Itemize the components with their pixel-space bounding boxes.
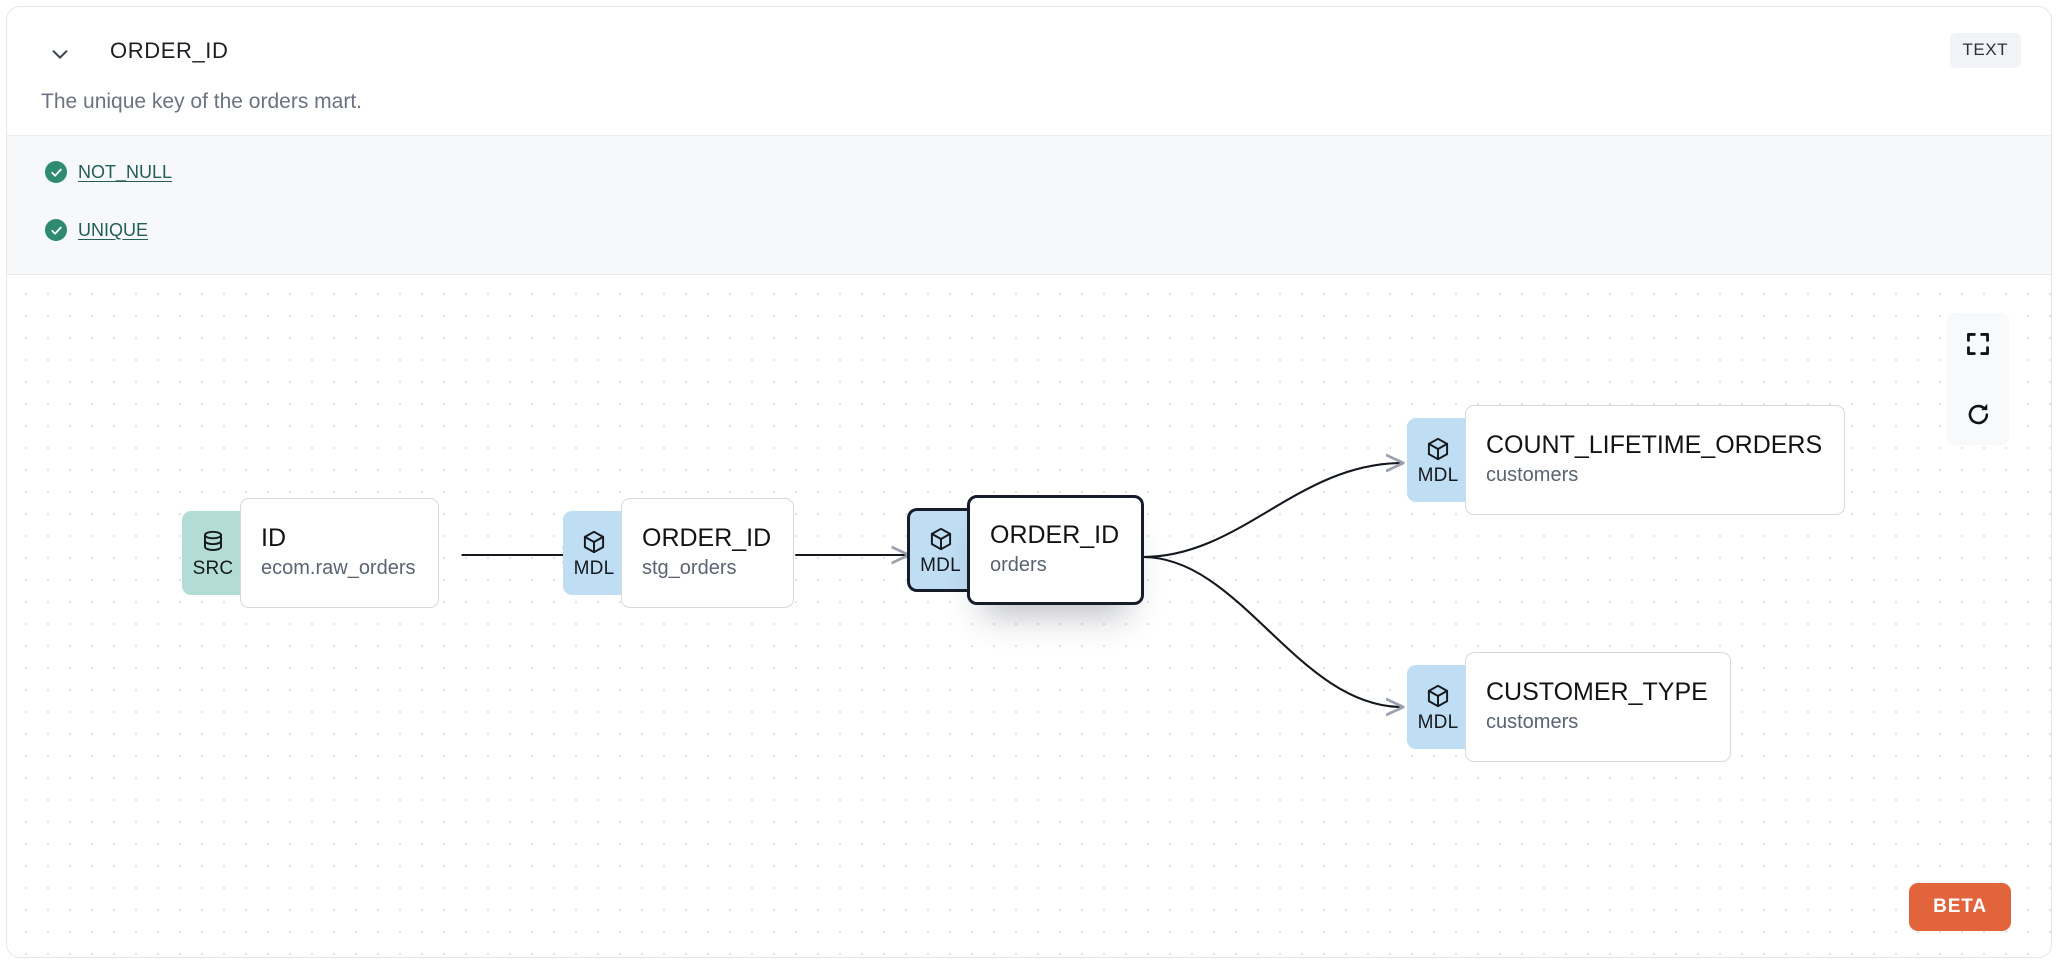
node-name: ID: [261, 523, 286, 552]
database-icon: [200, 529, 226, 555]
lineage-canvas[interactable]: SRC ID ecom.raw_orders MDL ORDE: [7, 275, 2051, 958]
page-title: ORDER_ID: [110, 38, 229, 63]
canvas-controls: [1947, 313, 2009, 445]
node-name: ORDER_ID: [642, 523, 772, 552]
node-body: COUNT_LIFETIME_ORDERS customers: [1465, 405, 1846, 515]
check-circle-icon: [45, 161, 67, 183]
lineage-node-order-id-orders[interactable]: MDL ORDER_ID orders: [907, 495, 1145, 605]
refresh-icon: [1965, 401, 1992, 428]
tests-section: NOT_NULL UNIQUE: [7, 135, 2051, 275]
column-type-badge[interactable]: TEXT: [1949, 33, 2021, 68]
node-kind-label: MDL: [1417, 711, 1459, 733]
node-body: ID ecom.raw_orders: [240, 498, 439, 608]
cube-icon: [581, 529, 607, 555]
column-description: The unique key of the orders mart.: [41, 90, 362, 113]
node-body: ORDER_ID orders: [967, 495, 1145, 605]
node-name: ORDER_ID: [990, 520, 1120, 549]
node-model: customers: [1486, 711, 1579, 734]
edge-orders-to-count-lifetime-orders: [1142, 463, 1403, 559]
test-link-not-null[interactable]: NOT_NULL: [78, 161, 173, 182]
lineage-edges: [461, 275, 2051, 958]
cube-icon: [1425, 683, 1451, 709]
node-model: customers: [1486, 464, 1579, 487]
node-kind-badge-mdl: MDL: [907, 508, 971, 592]
node-kind-label: MDL: [920, 554, 961, 576]
node-model: stg_orders: [642, 557, 737, 580]
node-name: COUNT_LIFETIME_ORDERS: [1486, 430, 1823, 459]
node-kind-label: MDL: [573, 557, 615, 579]
cube-icon: [928, 526, 954, 552]
lineage-node-customer-type[interactable]: MDL CUSTOMER_TYPE customers: [1407, 652, 1731, 762]
node-model: orders: [990, 554, 1047, 577]
node-kind-badge-mdl: MDL: [1407, 665, 1469, 749]
node-kind-label: MDL: [1417, 464, 1459, 486]
test-row: UNIQUE: [45, 219, 148, 241]
refresh-button[interactable]: [1947, 383, 2009, 445]
column-detail-card: ORDER_ID TEXT The unique key of the orde…: [6, 6, 2052, 958]
node-model: ecom.raw_orders: [261, 557, 416, 580]
lineage-node-order-id-stg-orders[interactable]: MDL ORDER_ID stg_orders: [563, 498, 795, 608]
node-kind-label: SRC: [192, 557, 234, 579]
lineage-node-count-lifetime-orders[interactable]: MDL COUNT_LIFETIME_ORDERS customers: [1407, 405, 1846, 515]
fullscreen-icon: [1965, 331, 1991, 357]
beta-badge[interactable]: BETA: [1909, 883, 2011, 931]
node-kind-badge-mdl: MDL: [1407, 418, 1469, 502]
node-name: CUSTOMER_TYPE: [1486, 677, 1708, 706]
column-header: ORDER_ID TEXT The unique key of the orde…: [7, 7, 2051, 135]
node-kind-badge-src: SRC: [182, 511, 244, 595]
check-circle-icon: [45, 219, 67, 241]
fit-view-button[interactable]: [1947, 313, 2009, 375]
edge-orders-to-customer-type: [1142, 555, 1403, 707]
cube-icon: [1425, 436, 1451, 462]
test-row: NOT_NULL: [45, 161, 172, 183]
test-link-unique[interactable]: UNIQUE: [78, 219, 149, 240]
node-body: CUSTOMER_TYPE customers: [1465, 652, 1731, 762]
node-body: ORDER_ID stg_orders: [621, 498, 795, 608]
chevron-down-icon[interactable]: [45, 39, 75, 69]
node-kind-badge-mdl: MDL: [563, 511, 625, 595]
lineage-node-id[interactable]: SRC ID ecom.raw_orders: [182, 498, 439, 608]
